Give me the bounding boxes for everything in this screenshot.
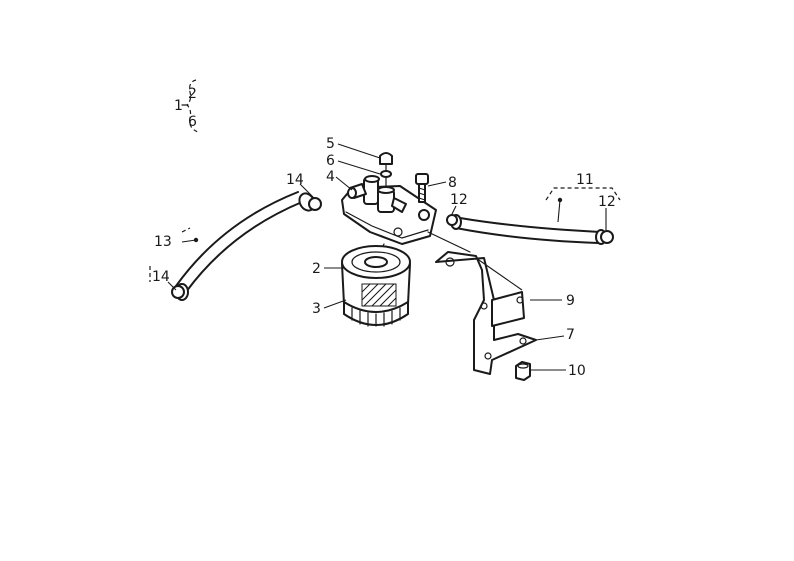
leader-8	[427, 181, 447, 187]
filter-head-inlet-top	[364, 175, 380, 183]
filter-head-flange-edge	[345, 211, 429, 239]
bolt-8-washer	[418, 209, 430, 221]
leader-11	[557, 199, 561, 223]
leader-14-left	[167, 281, 177, 291]
callout-13: 13	[154, 234, 172, 250]
leader-6	[337, 160, 381, 175]
filter-head-left-port	[347, 187, 357, 199]
callout-10: 10	[568, 363, 586, 379]
callout-1-2: 2	[188, 86, 197, 102]
left-hose-lower-edge	[175, 191, 299, 287]
bolt-8-head	[415, 173, 429, 185]
cartridge-hatch-label	[361, 283, 397, 307]
hose-clamp-12-mid	[446, 214, 458, 226]
bolt-8	[415, 173, 430, 221]
bolt-8-thread-2	[418, 192, 426, 196]
brace-11	[545, 187, 621, 201]
right-hose-lower-edge	[455, 227, 599, 244]
callout-11: 11	[576, 172, 594, 188]
mounting-bracket	[427, 231, 537, 375]
hatch-line-5	[379, 289, 397, 307]
leader-7	[535, 335, 565, 341]
brace-13	[149, 227, 191, 282]
filter-head-mount-hole	[393, 227, 403, 237]
callout-12-right: 12	[598, 194, 616, 210]
callout-7: 7	[566, 327, 575, 343]
hatch-line-4	[371, 283, 395, 307]
callout-6: 6	[326, 153, 335, 169]
cartridge-grip-ribs	[351, 307, 401, 327]
callout-12-mid: 12	[450, 192, 468, 208]
bolt-8-thread-1	[418, 187, 426, 191]
callout-1-6: 6	[188, 114, 197, 130]
assembly-key-brace	[186, 79, 199, 133]
callout-5: 5	[326, 136, 335, 152]
hatch-line-1	[361, 283, 371, 293]
assembly-key: 1 2 6	[174, 79, 199, 133]
callout-9: 9	[566, 293, 575, 309]
leader-9-upper	[475, 257, 523, 291]
cartridge-center-thread	[364, 256, 388, 268]
bleed-screw-head	[379, 152, 393, 165]
nut-10-top	[517, 363, 529, 369]
bracket-lower-hole	[484, 352, 492, 360]
bracket-gusset	[491, 291, 525, 327]
right-hose-upper-edge	[459, 217, 601, 233]
bracket-bolt-guide	[427, 231, 471, 253]
filter-head-center-top	[377, 186, 395, 194]
leader-14-top	[299, 183, 315, 199]
leader-lines	[149, 143, 621, 371]
hatch-line-6	[387, 297, 397, 307]
leader-3	[323, 299, 347, 309]
nut-10	[515, 361, 531, 381]
hatch-line-3	[363, 283, 387, 307]
hose-clamp-14-top	[308, 197, 322, 211]
filter-head-right-nipple	[391, 197, 407, 213]
callout-1: 1	[174, 98, 183, 114]
callout-14-left: 14	[152, 269, 170, 285]
right-fuel-hose	[446, 197, 614, 245]
hatch-line-2	[361, 283, 379, 301]
callout-14-top: 14	[286, 172, 304, 188]
callout-8: 8	[448, 175, 457, 191]
cartridge-right-wall	[407, 263, 411, 305]
nut-10-body	[515, 361, 531, 381]
callout-3: 3	[312, 301, 321, 317]
leader-4	[335, 176, 353, 191]
left-hose-upper-edge	[185, 201, 303, 293]
cartridge-left-wall	[341, 263, 345, 305]
hose-clamp-12-right	[600, 230, 614, 244]
left-fuel-hose	[171, 191, 322, 301]
filter-cartridge	[341, 245, 411, 327]
callout-labels: 5 6 4 14 8 12 11 12 13 14 2 3 9 7 10	[152, 136, 616, 379]
leader-13	[181, 239, 197, 243]
cartridge-seal-ring	[351, 251, 401, 273]
bracket-middle-hole	[480, 302, 488, 310]
bracket-gusset-hole	[516, 296, 524, 304]
bracket-foot-hole	[519, 337, 527, 345]
callout-4: 4	[326, 169, 335, 185]
leader-12-mid	[451, 205, 457, 215]
callout-2: 2	[312, 261, 321, 277]
bleed-screw-washer	[380, 170, 392, 178]
leader-5	[337, 143, 381, 159]
bracket-upper-hole	[445, 257, 455, 267]
air-bleed-screw	[379, 152, 393, 187]
hatch-area	[361, 283, 397, 307]
bolt-8-thread-3	[418, 197, 426, 201]
